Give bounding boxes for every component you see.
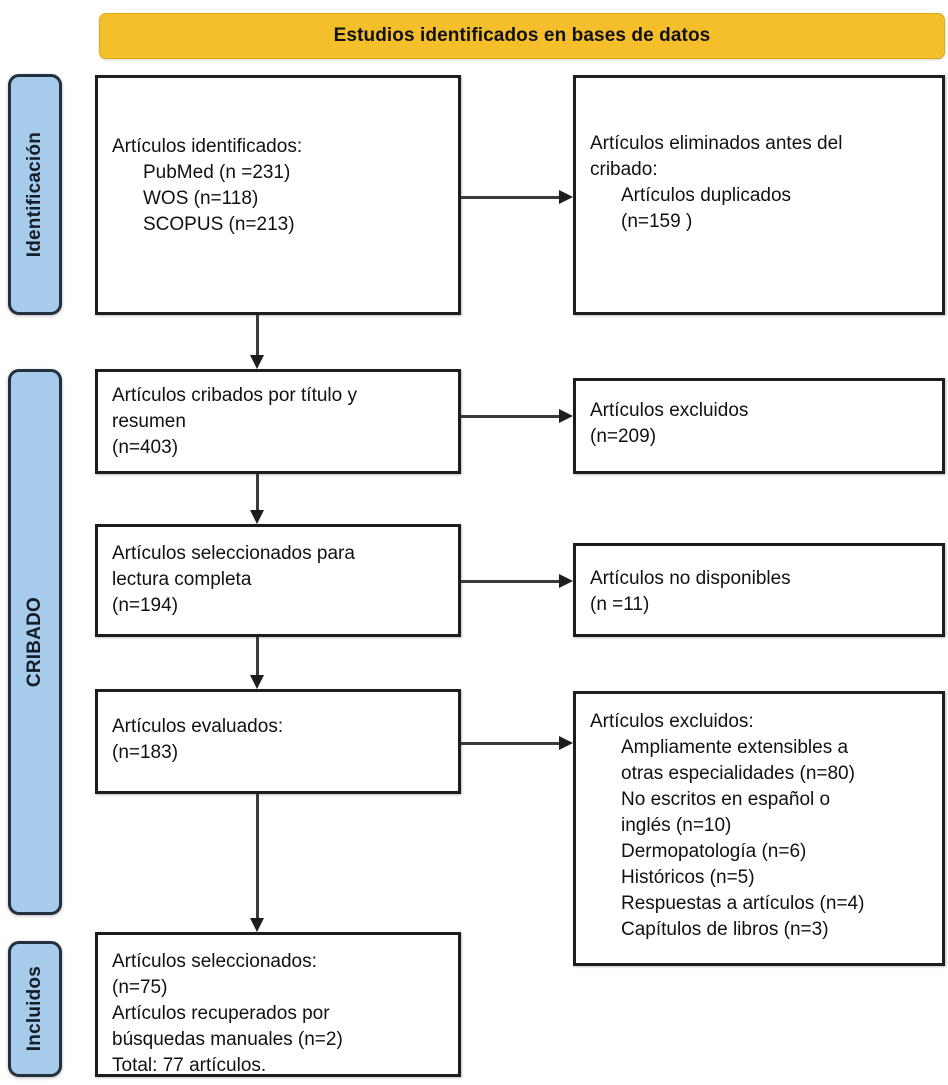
box-line: otras especialidades (n=80)	[621, 763, 855, 784]
box-articulos-excluidos-cribado-body: Artículos excluidos (n=209)	[576, 381, 942, 450]
box-articulos-no-disponibles-body: Artículos no disponibles (n =11)	[576, 546, 942, 618]
box-line: Dermopatología (n=6)	[621, 841, 807, 862]
box-line: (n=403)	[112, 437, 179, 458]
header-banner: Estudios identificados en bases de datos	[99, 13, 945, 59]
stage-label-cribado: CRIBADO	[8, 369, 62, 915]
stage-label-incluidos: Incluidos	[8, 941, 62, 1077]
box-articulos-excluidos-cribado: Artículos excluidos (n=209)	[573, 378, 945, 474]
box-line: SCOPUS (n=213)	[143, 214, 295, 235]
arrow-head	[250, 675, 264, 689]
box-line: Históricos (n=5)	[621, 867, 755, 888]
box-line: Artículos cribados por título y	[112, 385, 357, 406]
arrow-head	[250, 510, 264, 524]
box-articulos-cribados-body: Artículos cribados por título y resumen …	[98, 372, 458, 461]
box-line: Artículos eliminados antes del	[590, 133, 843, 154]
box-articulos-seleccionados-incluidos-body: Artículos seleccionados: (n=75) Artículo…	[98, 935, 458, 1079]
box-articulos-lectura-completa: Artículos seleccionados para lectura com…	[95, 524, 461, 637]
box-line: (n=159 )	[621, 211, 693, 232]
stage-label-incluidos-text: Incluidos	[24, 966, 45, 1052]
box-articulos-evaluados: Artículos evaluados: (n=183)	[95, 689, 461, 794]
box-articulos-no-disponibles: Artículos no disponibles (n =11)	[573, 543, 945, 637]
box-line: No escritos en español o	[621, 789, 831, 810]
arrow-shaft	[256, 474, 259, 510]
box-line: (n =11)	[590, 594, 650, 615]
arrow-head	[559, 190, 573, 204]
header-banner-label: Estudios identificados en bases de datos	[333, 25, 711, 46]
box-line: Respuestas a artículos (n=4)	[621, 893, 865, 914]
box-line: inglés (n=10)	[621, 815, 732, 836]
box-line: WOS (n=118)	[143, 188, 259, 209]
box-line: (n=209)	[590, 426, 657, 447]
arrow-head	[559, 409, 573, 423]
box-line: Artículos recuperados por	[112, 1003, 330, 1024]
box-line: Artículos evaluados:	[112, 716, 284, 737]
box-line: PubMed (n =231)	[143, 162, 291, 183]
box-line: resumen	[112, 411, 186, 432]
box-articulos-identificados: Artículos identificados: PubMed (n =231)…	[95, 75, 461, 315]
box-line: Artículos no disponibles	[590, 568, 791, 589]
arrow-head	[250, 918, 264, 932]
box-articulos-cribados: Artículos cribados por título y resumen …	[95, 369, 461, 474]
stage-label-identificacion: Identificación	[8, 74, 62, 315]
arrow-shaft	[256, 794, 259, 918]
box-line: cribado:	[590, 159, 658, 180]
box-articulos-seleccionados-incluidos: Artículos seleccionados: (n=75) Artículo…	[95, 932, 461, 1077]
box-articulos-lectura-completa-body: Artículos seleccionados para lectura com…	[98, 527, 458, 619]
box-line: Capítulos de libros (n=3)	[621, 919, 829, 940]
arrow-shaft	[461, 415, 559, 418]
box-articulos-eliminados-antes-cribado-body: Artículos eliminados antes del cribado: …	[576, 78, 942, 235]
box-line: Artículos excluidos:	[590, 711, 754, 732]
box-articulos-identificados-body: Artículos identificados: PubMed (n =231)…	[98, 78, 458, 238]
stage-label-identificacion-text: Identificación	[24, 131, 45, 258]
box-line: Ampliamente extensibles a	[621, 737, 849, 758]
arrow-shaft	[461, 580, 559, 583]
box-articulos-evaluados-body: Artículos evaluados: (n=183)	[98, 692, 458, 766]
arrow-head	[250, 355, 264, 369]
arrow-head	[559, 736, 573, 750]
box-line: lectura completa	[112, 569, 252, 590]
stage-label-cribado-text: CRIBADO	[24, 596, 45, 688]
arrow-shaft	[256, 315, 259, 355]
box-line: (n=194)	[112, 595, 179, 616]
arrow-shaft	[461, 196, 559, 199]
arrow-head	[559, 574, 573, 588]
box-line: (n=183)	[112, 742, 179, 763]
arrow-shaft	[461, 742, 559, 745]
box-articulos-excluidos-evaluacion-body: Artículos excluidos: Ampliamente extensi…	[576, 694, 942, 943]
box-line: Artículos identificados:	[112, 136, 303, 157]
box-line: Artículos duplicados	[621, 185, 792, 206]
box-line: Artículos seleccionados para	[112, 543, 355, 564]
box-line: Total: 77 artículos.	[112, 1055, 267, 1076]
box-line: Artículos seleccionados:	[112, 951, 317, 972]
box-line: Artículos excluidos	[590, 400, 749, 421]
box-articulos-excluidos-evaluacion: Artículos excluidos: Ampliamente extensi…	[573, 691, 945, 966]
box-line: (n=75)	[112, 977, 168, 998]
box-line: búsquedas manuales (n=2)	[112, 1029, 343, 1050]
arrow-shaft	[256, 637, 259, 675]
box-articulos-eliminados-antes-cribado: Artículos eliminados antes del cribado: …	[573, 75, 945, 315]
